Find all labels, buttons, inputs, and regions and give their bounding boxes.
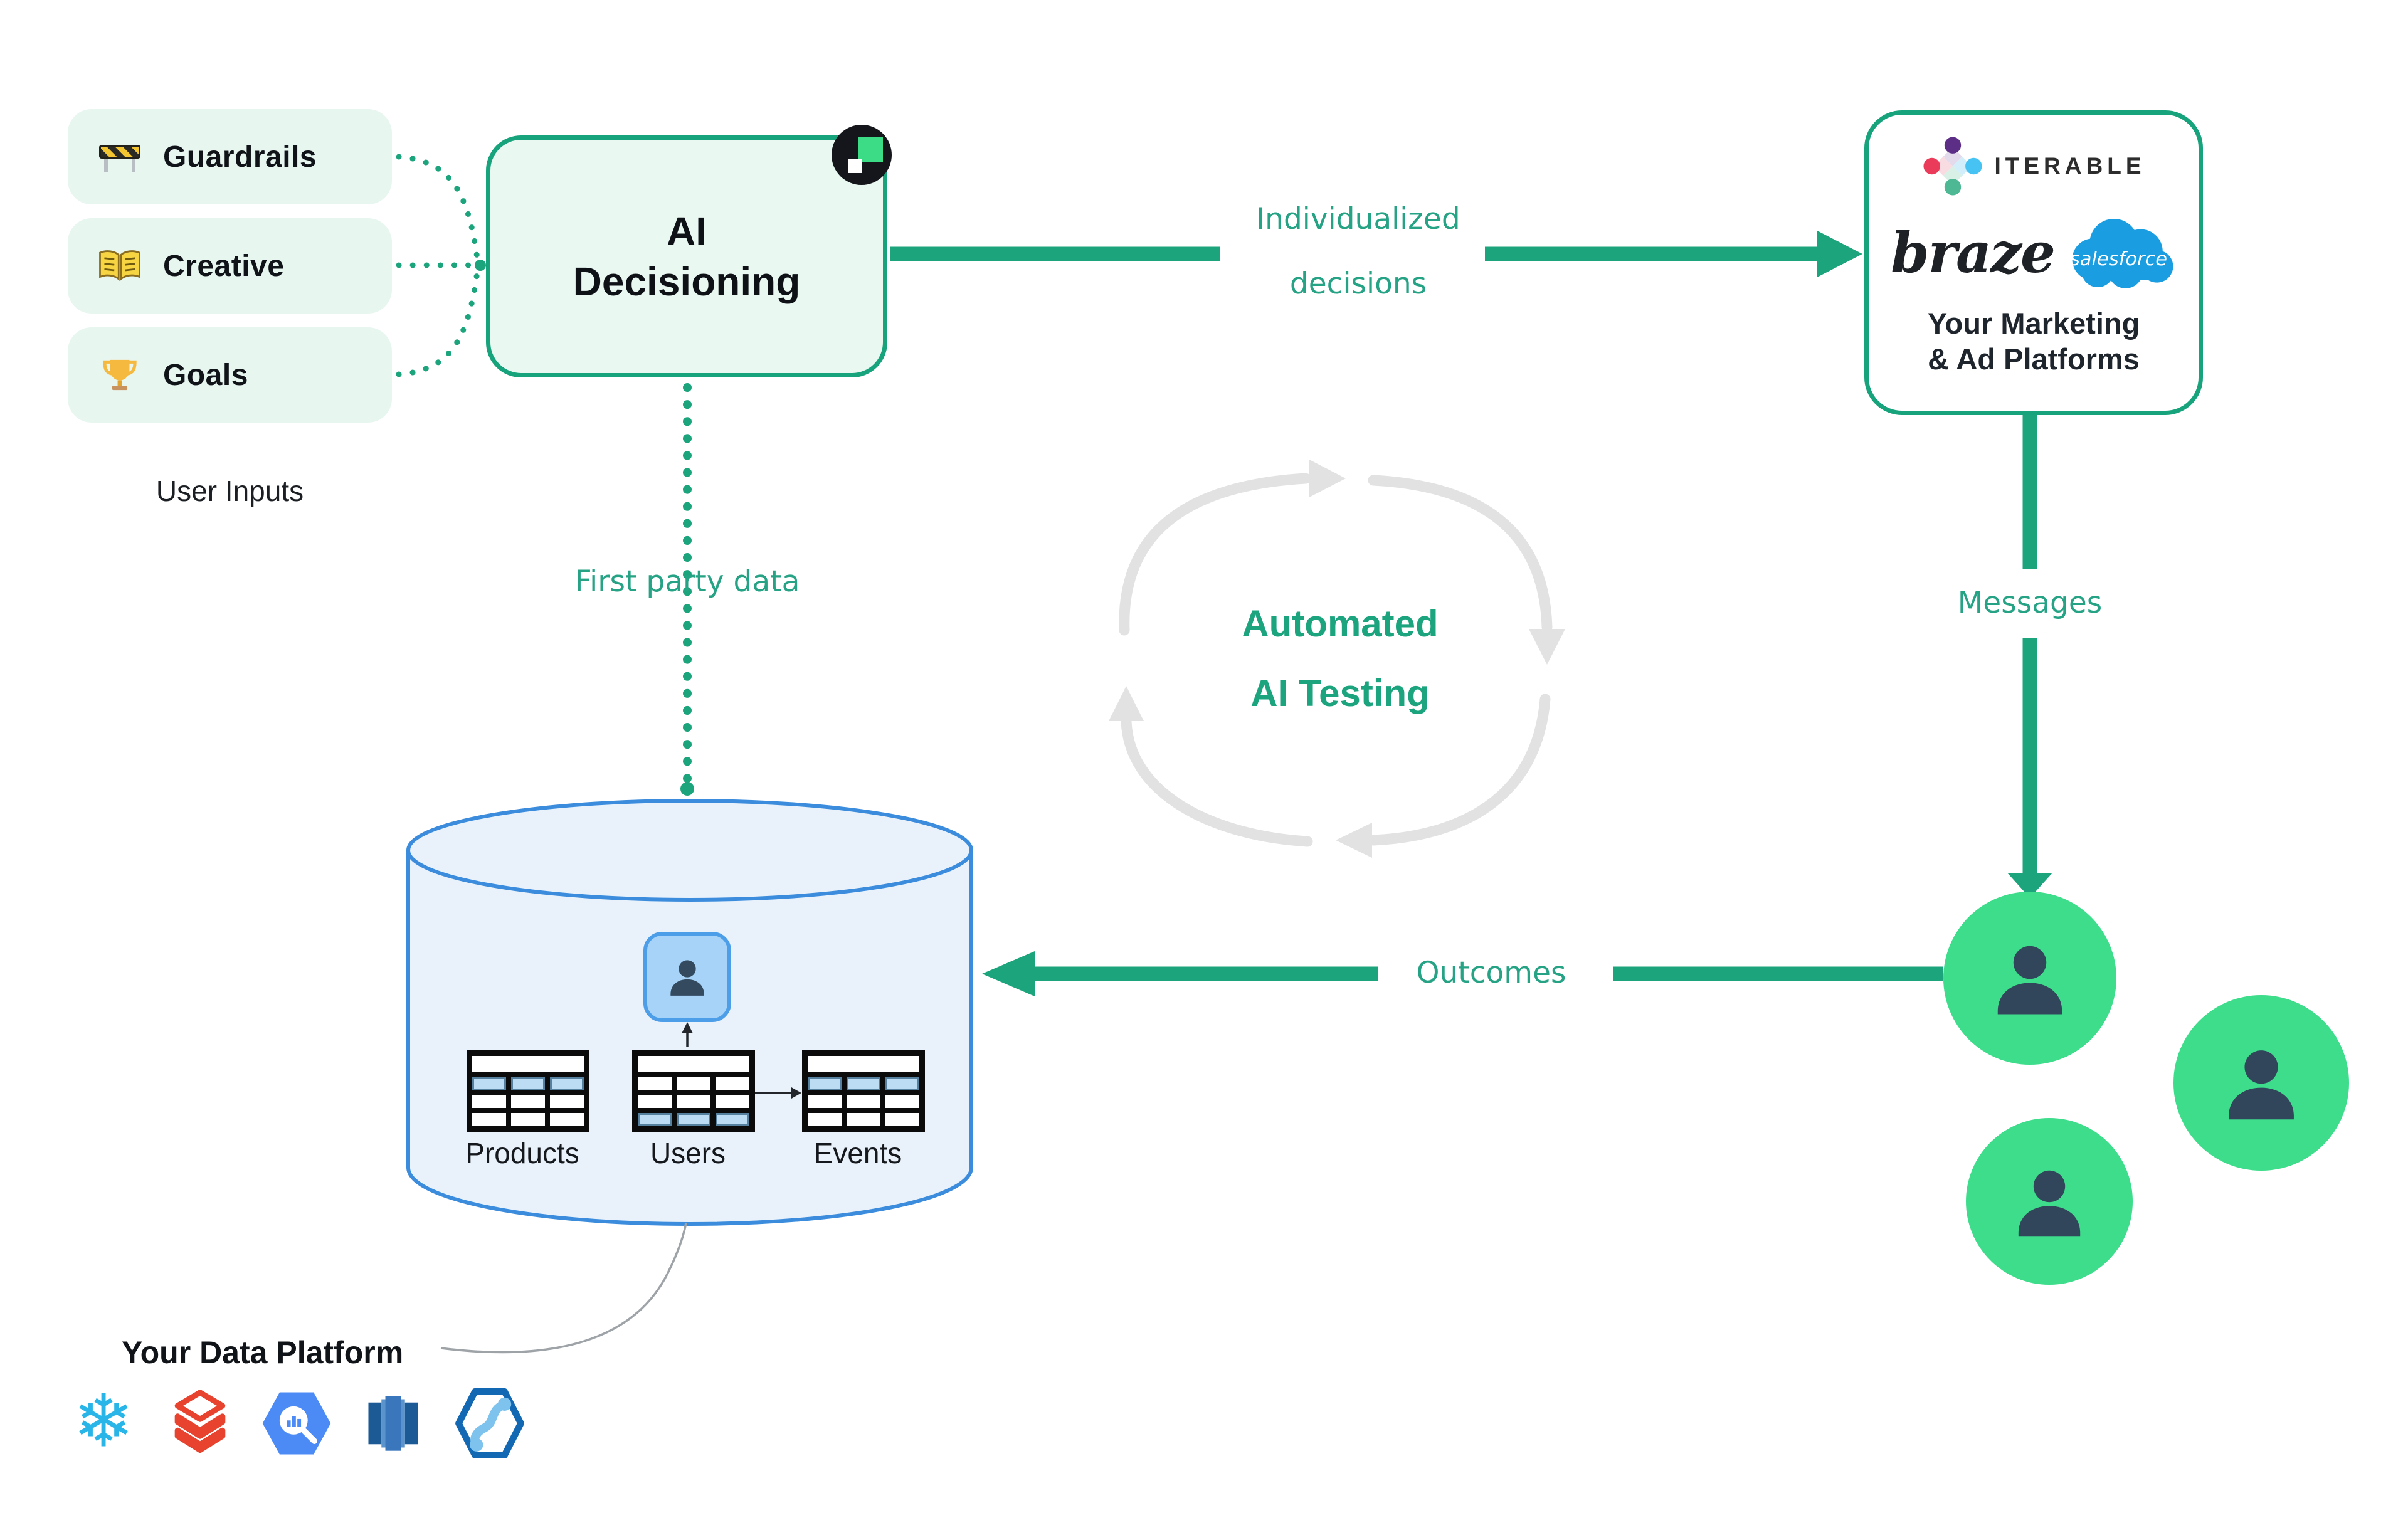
person-icon: [1997, 946, 2062, 1015]
audience-person-circle: [1966, 1118, 2133, 1285]
first-party-data-label: First party data: [574, 564, 800, 599]
data-platform-title: Your Data Platform: [122, 1335, 404, 1370]
data-platform-logos: ❄: [65, 1382, 528, 1465]
user-profile-node: [643, 932, 731, 1022]
products-table-label: Products: [465, 1137, 579, 1169]
user-inputs-caption: User Inputs: [156, 475, 304, 507]
ai-decisioning-title: AI Decisioning: [573, 209, 801, 304]
offerfit-logo-badge: [832, 125, 892, 185]
messages-label: Messages: [1957, 586, 2103, 620]
first-party-data-line: [680, 383, 694, 796]
events-table-label: Events: [813, 1137, 902, 1169]
pill-creative-label: Creative: [163, 249, 285, 283]
audience-person-circle: [2173, 995, 2349, 1171]
barrier-icon: [98, 135, 142, 179]
trophy-icon: [98, 353, 142, 397]
redshift-logo: [355, 1382, 431, 1465]
outcomes-label: Outcomes: [1416, 956, 1566, 990]
snowflake-logo: ❄: [65, 1382, 142, 1465]
pill-goals: Goals: [68, 327, 392, 423]
iterable-mark-icon: [1923, 137, 1982, 196]
events-table-icon: [802, 1050, 925, 1132]
person-icon: [2229, 1050, 2294, 1120]
databricks-logo: [162, 1382, 238, 1465]
products-table-icon: [467, 1050, 589, 1132]
pill-guardrails-label: Guardrails: [163, 140, 317, 174]
salesforce-logo: salesforce: [2070, 218, 2173, 288]
iterable-logo: ITERABLE: [1922, 132, 2146, 200]
individualized-decisions-label: Individualized decisions: [1256, 202, 1460, 301]
open-book-icon: [98, 244, 142, 288]
braze-logo: braze: [1891, 220, 2056, 285]
connector-junction-dot: [475, 260, 486, 271]
svg-text:❄: ❄: [73, 1382, 134, 1464]
person-icon: [2018, 1170, 2081, 1237]
synapse-logo: [452, 1382, 528, 1465]
automated-ai-testing-label: Automated AI Testing: [1242, 603, 1439, 714]
outcomes-arrow: [982, 951, 1943, 996]
person-icon: [670, 960, 704, 996]
testing-loop-arrows: [1109, 460, 1565, 858]
platform-pointer-curve: [440, 1222, 687, 1354]
bigquery-logo: [258, 1382, 335, 1465]
user-input-connectors: [396, 154, 480, 377]
marketing-box-caption: Your Marketing & Ad Platforms: [1927, 307, 2140, 376]
ai-decisioning-box: AI Decisioning: [486, 135, 887, 377]
users-table-icon: [632, 1050, 755, 1132]
pill-goals-label: Goals: [163, 358, 248, 392]
iterable-wordmark: ITERABLE: [1994, 153, 2146, 179]
individualized-decisions-arrow: [890, 231, 1862, 277]
marketing-platforms-box: ITERABLE braze salesforce Your Marketing…: [1864, 110, 2203, 415]
audience-person-circle: [1943, 892, 2116, 1065]
pill-creative: Creative: [68, 218, 392, 314]
svg-text:salesforce: salesforce: [2070, 248, 2167, 270]
users-table-label: Users: [650, 1137, 726, 1169]
pill-guardrails: Guardrails: [68, 109, 392, 204]
messages-arrow: [2007, 414, 2052, 898]
